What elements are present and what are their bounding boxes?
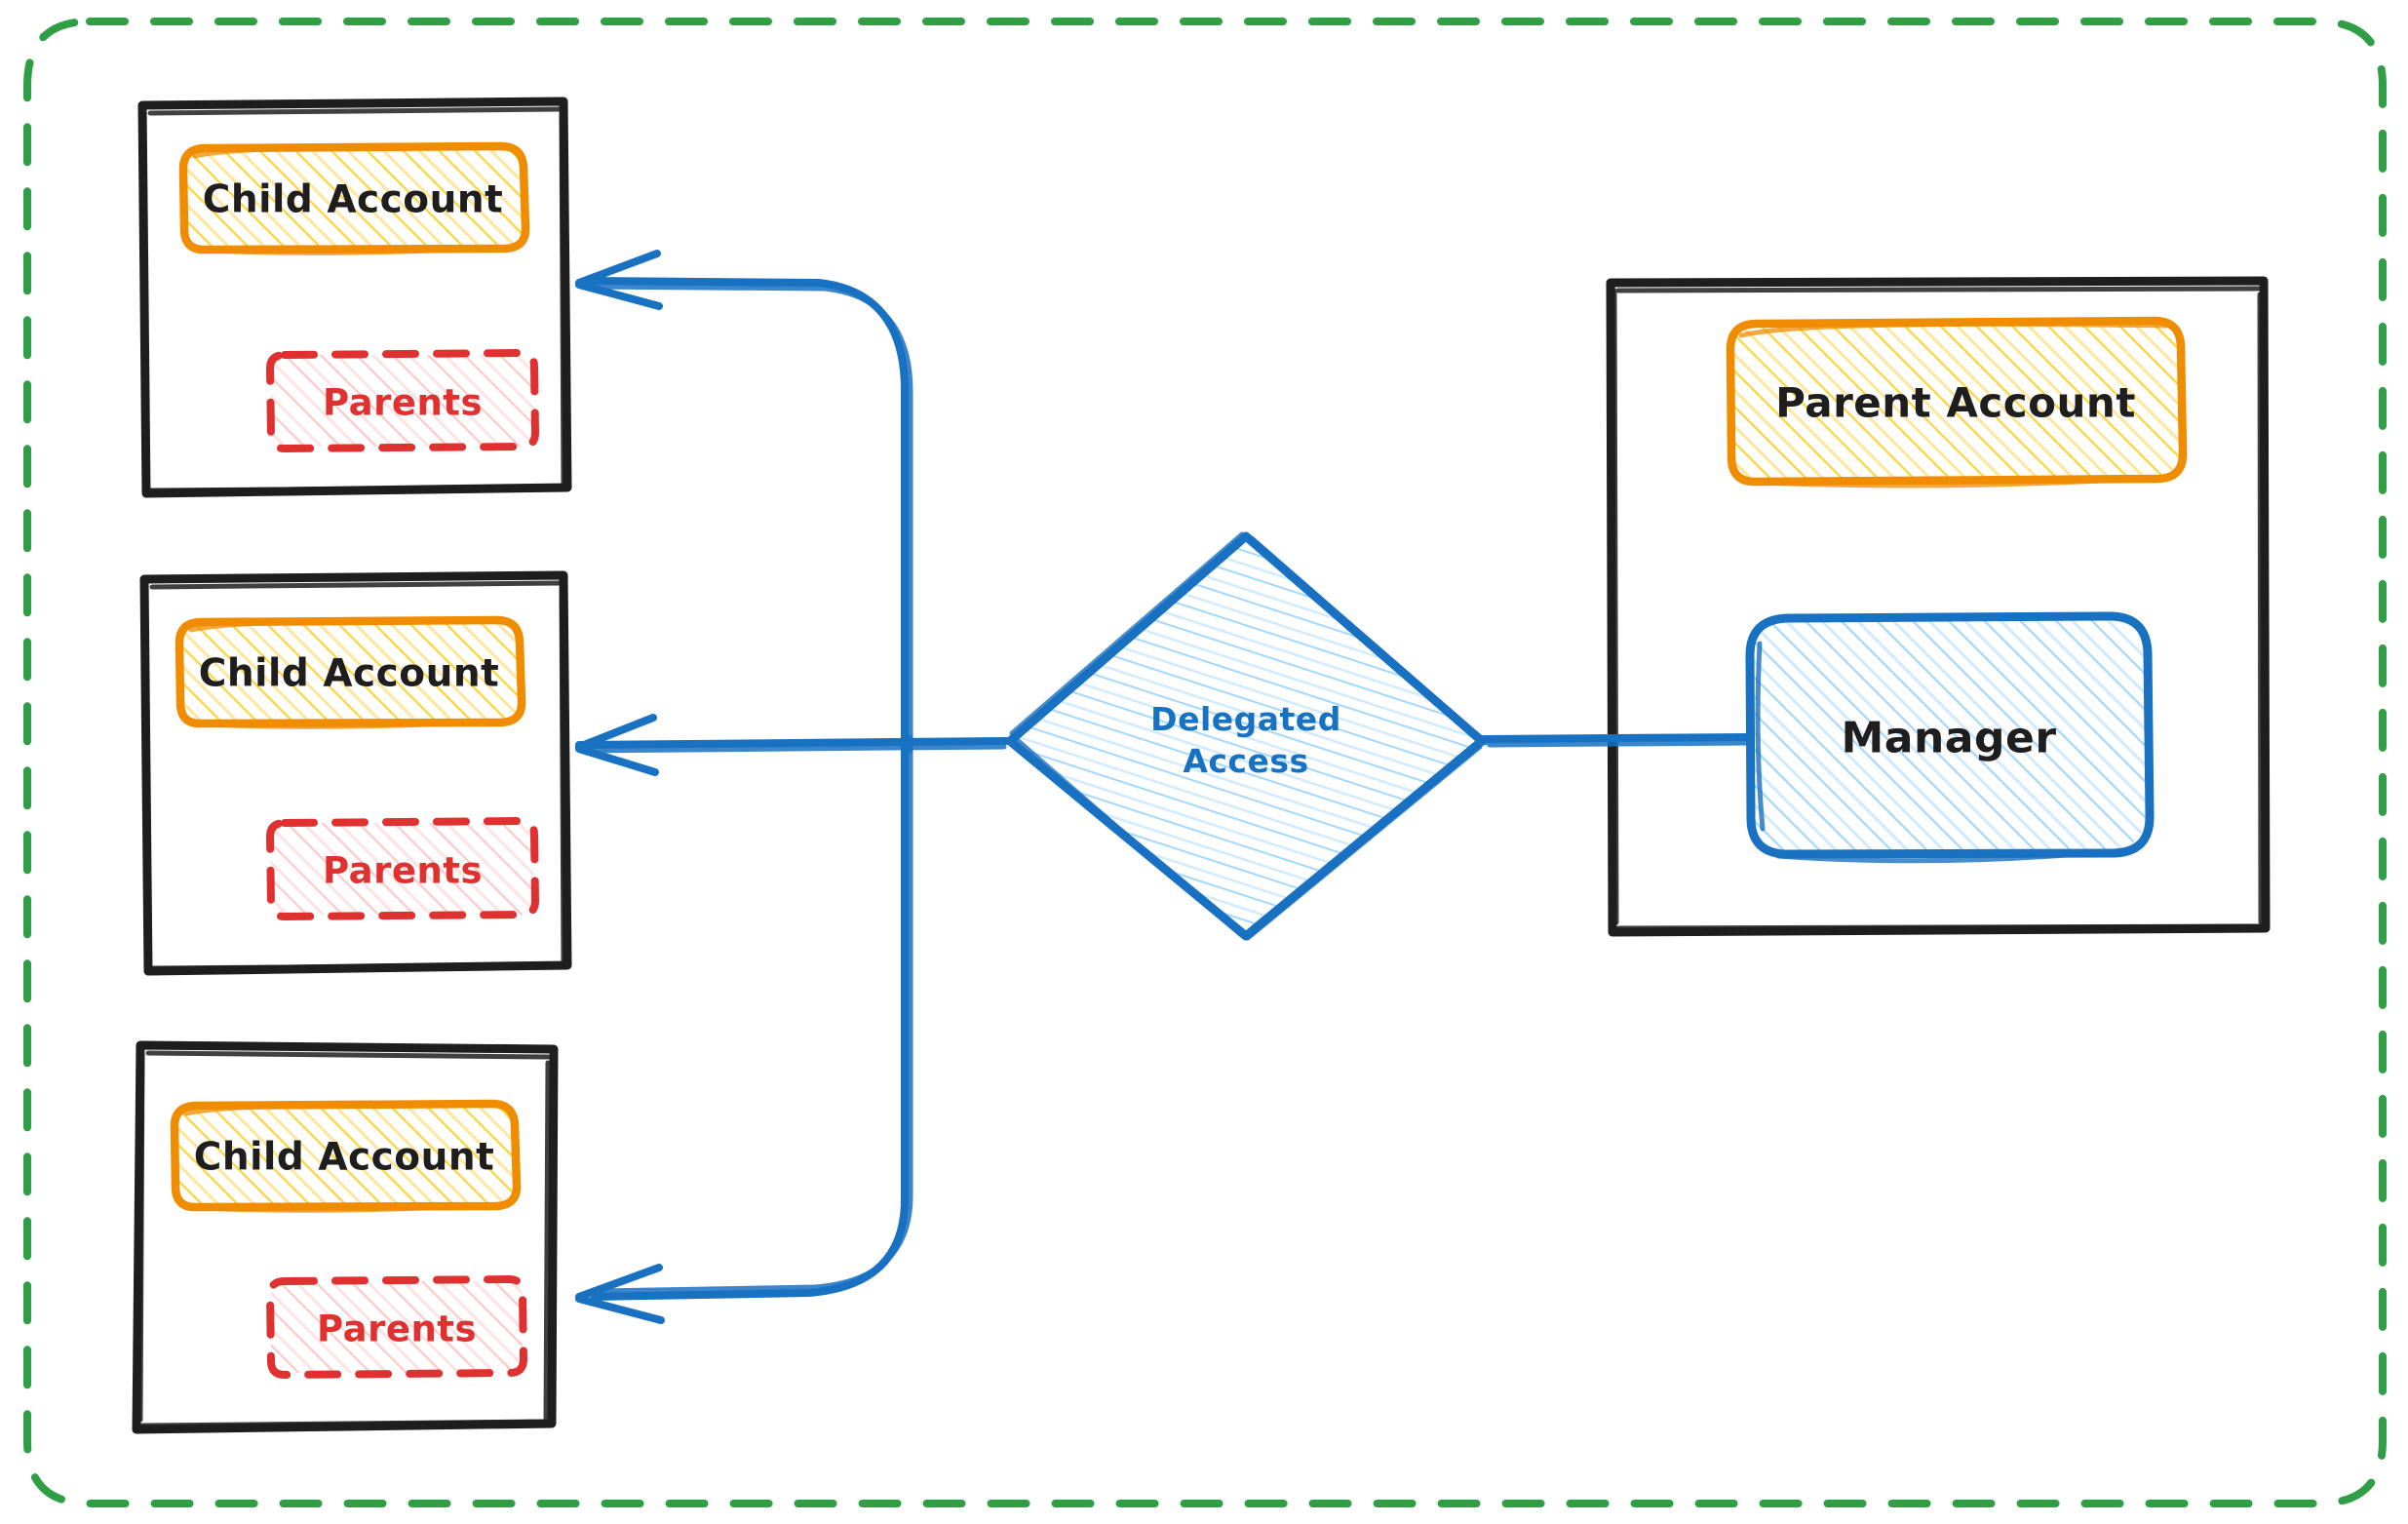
child-account-box-1[interactable] (178, 141, 530, 255)
delegated-access-to-child-3-connector (575, 733, 913, 1324)
parent-account-panel[interactable] (1606, 276, 2271, 937)
parents-box-1[interactable] (266, 349, 539, 452)
child-account-panel-3[interactable] (132, 1040, 559, 1434)
delegated-access-to-child-1-connector (575, 250, 913, 755)
parent-account-box[interactable] (1726, 316, 2188, 488)
child-account-panel-2[interactable] (139, 570, 572, 976)
delegated-access-to-child-2-connector (575, 714, 1010, 776)
parents-box-3[interactable] (266, 1275, 527, 1379)
delegated-access-diamond[interactable] (1005, 531, 1489, 941)
manager-to-delegated-access-connector (1480, 733, 1755, 748)
child-account-box-2[interactable] (175, 615, 526, 729)
manager-box[interactable] (1745, 611, 2155, 864)
parents-box-2[interactable] (266, 817, 539, 920)
child-account-panel-1[interactable] (137, 97, 572, 498)
child-account-box-3[interactable] (170, 1099, 522, 1213)
